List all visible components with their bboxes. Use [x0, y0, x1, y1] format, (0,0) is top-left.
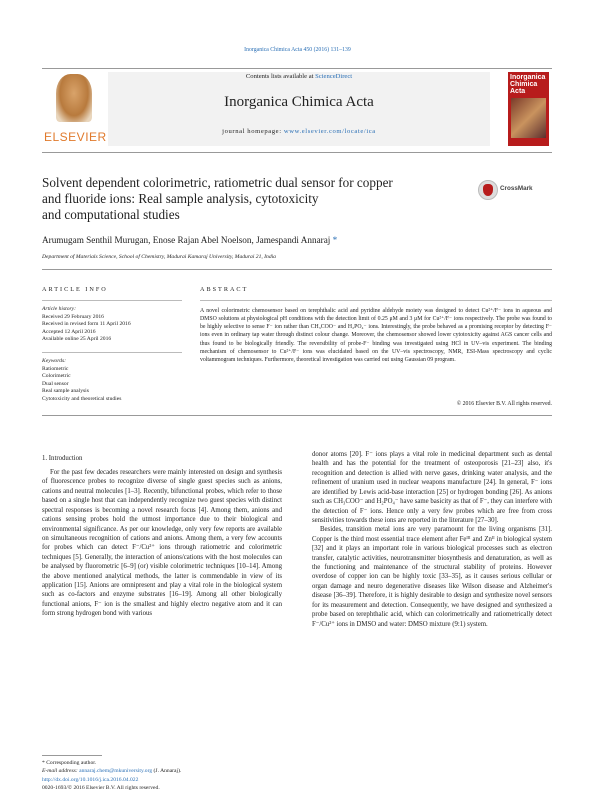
doi-link[interactable]: http://dx.doi.org/10.1016/j.ica.2016.04.… — [42, 777, 139, 783]
title-line: and computational studies — [42, 207, 180, 222]
elsevier-wordmark: ELSEVIER — [44, 130, 107, 144]
history-item: Received in revised form 11 April 2016 — [42, 321, 131, 328]
history-item: Available online 25 April 2016 — [42, 336, 112, 343]
journal-cover: Inorganica Chimica Acta — [508, 72, 549, 146]
keyword: Cytotoxicity and theoretical studies — [42, 395, 122, 402]
issn-line: 0020-1693/© 2016 Elsevier B.V. All right… — [42, 785, 160, 791]
divider — [200, 300, 552, 301]
title-line: and fluoride ions: Real sample analysis,… — [42, 191, 319, 206]
email-note: E-mail address: annaraj.chem@mkuniversit… — [42, 767, 302, 775]
paragraph: For the past few decades researchers wer… — [42, 469, 282, 618]
affiliation: Department of Materials Science, School … — [42, 254, 276, 260]
corresponding-author-note: * Corresponding author. — [42, 760, 97, 766]
cover-title: Inorganica Chimica Acta — [510, 74, 546, 95]
cover-image — [511, 98, 546, 138]
keyword: Dual sensor — [42, 380, 69, 387]
elsevier-logo: ELSEVIER — [44, 72, 107, 146]
divider — [42, 269, 552, 270]
keywords-label: Keywords: — [42, 358, 67, 364]
keyword: Ratiometric — [42, 365, 69, 372]
corresponding-author-mark[interactable]: * — [330, 235, 338, 245]
email-suffix: (J. Annaraj). — [152, 768, 182, 774]
homepage-link[interactable]: www.elsevier.com/locate/ica — [283, 128, 376, 135]
contents-prefix: Contents lists available at — [245, 73, 316, 80]
keyword: Real sample analysis — [42, 388, 89, 395]
paragraph: donor atoms [20]. F⁻ ions plays a vital … — [312, 451, 552, 524]
email-link[interactable]: annaraj.chem@mkuniversity.org — [79, 768, 153, 774]
masthead-center — [108, 72, 490, 146]
paragraph: Besides, transition metal ions are very … — [312, 526, 552, 628]
crossmark-icon — [478, 180, 498, 200]
masthead — [42, 68, 552, 153]
abstract-copyright: © 2016 Elsevier B.V. All rights reserved… — [456, 401, 552, 407]
history-item: Received 29 February 2016 — [42, 313, 104, 320]
crossmark-label: CrossMark — [500, 185, 533, 192]
title-line: Solvent dependent colorimetric, ratiomet… — [42, 175, 393, 190]
homepage-label: journal homepage: — [222, 128, 284, 135]
section-heading: 1. Introduction — [42, 455, 83, 462]
tree-icon — [56, 74, 92, 122]
email-label: E-mail address: — [42, 768, 80, 774]
keywords: Keywords: Ratiometric Colorimetric Dual … — [42, 358, 182, 404]
divider — [42, 300, 182, 301]
intro-column-left: For the past few decades researchers wer… — [42, 468, 282, 619]
authors: Arumugam Senthil Murugan, Enose Rajan Ab… — [42, 235, 331, 245]
abstract-heading: ABSTRACT — [200, 286, 249, 293]
intro-column-right: donor atoms [20]. F⁻ ions plays a vital … — [312, 450, 552, 629]
sciencedirect-link[interactable]: ScienceDirect — [315, 73, 353, 80]
journal-homepage: journal homepage: www.elsevier.com/locat… — [108, 128, 490, 135]
keyword: Colorimetric — [42, 373, 71, 380]
history-label: Article history: — [42, 306, 77, 312]
article-title: Solvent dependent colorimetric, ratiomet… — [42, 175, 462, 223]
divider — [42, 415, 552, 416]
contents-line: Contents lists available at ScienceDirec… — [108, 73, 490, 80]
crossmark-button[interactable]: CrossMark — [478, 180, 548, 200]
author-list: Arumugam Senthil Murugan, Enose Rajan Ab… — [42, 235, 552, 245]
footnote-divider — [42, 755, 102, 756]
abstract-text: A novel colorimetric chemosensor based o… — [200, 308, 552, 363]
article-history: Article history: Received 29 February 20… — [42, 306, 182, 344]
divider — [42, 352, 182, 353]
history-item: Accepted 12 April 2016 — [42, 328, 96, 335]
journal-reference[interactable]: Inorganica Chimica Acta 450 (2016) 131–1… — [244, 47, 351, 53]
article-info-heading: ARTICLE INFO — [42, 286, 108, 293]
journal-name: Inorganica Chimica Acta — [224, 94, 374, 110]
